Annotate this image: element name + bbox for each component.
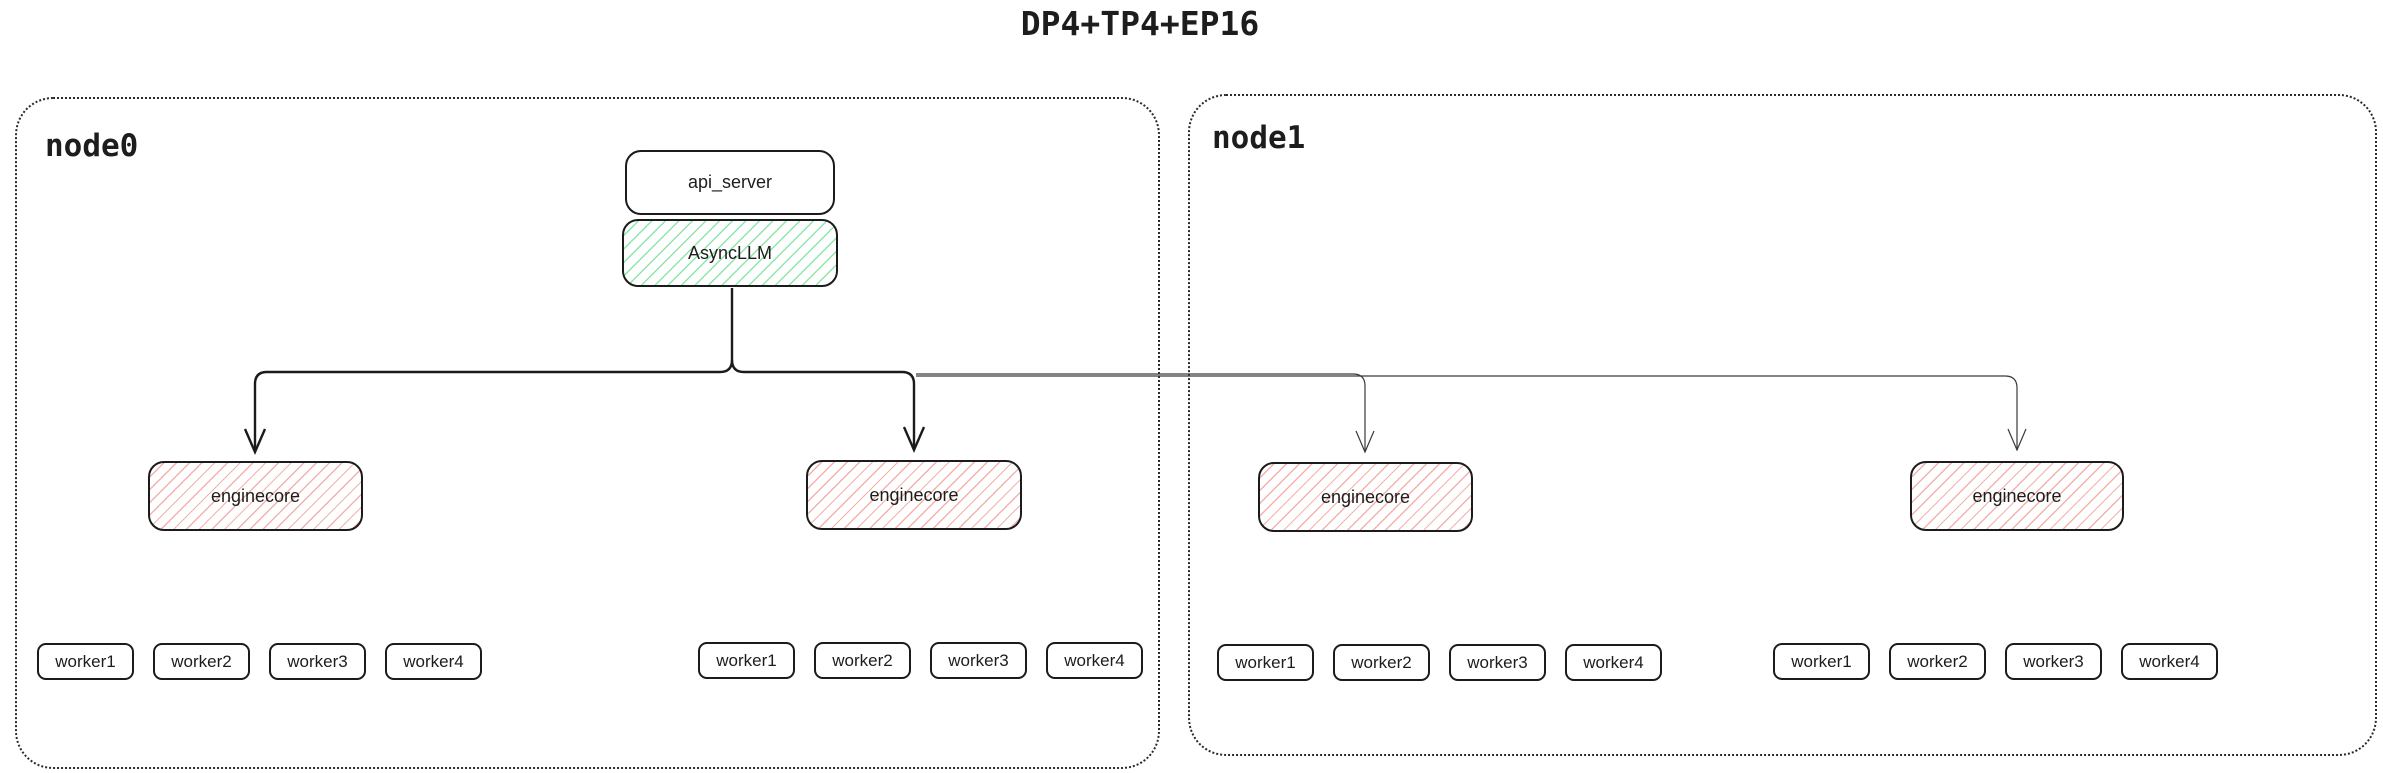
worker-group-node0-2: worker1 worker2 worker3 worker4 [698,642,1143,679]
diagram-title: DP4+TP4+EP16 [1020,4,1260,43]
worker-box: worker3 [269,643,366,680]
worker-box: worker4 [385,643,482,680]
node1-label: node1 [1212,120,1306,156]
worker-box: worker1 [37,643,134,680]
enginecore-box-node0-2: enginecore [806,460,1022,530]
worker-box: worker3 [2005,643,2102,680]
enginecore-box-node1-1: enginecore [1258,462,1473,532]
worker-box: worker3 [1449,644,1546,681]
enginecore-box-node1-2: enginecore [1910,461,2124,531]
worker-box: worker1 [698,642,795,679]
worker-group-node0-1: worker1 worker2 worker3 worker4 [37,643,482,680]
enginecore-box-node0-1: enginecore [148,461,363,531]
worker-box: worker2 [1889,643,1986,680]
worker-box: worker4 [2121,643,2218,680]
worker-box: worker4 [1565,644,1662,681]
worker-box: worker2 [814,642,911,679]
node0-label: node0 [45,128,139,164]
worker-group-node1-2: worker1 worker2 worker3 worker4 [1773,643,2218,680]
worker-box: worker1 [1773,643,1870,680]
worker-box: worker3 [930,642,1027,679]
worker-group-node1-1: worker1 worker2 worker3 worker4 [1217,644,1662,681]
api-server-box: api_server [625,150,835,215]
asyncllm-box: AsyncLLM [622,219,838,287]
worker-box: worker2 [1333,644,1430,681]
worker-box: worker4 [1046,642,1143,679]
worker-box: worker2 [153,643,250,680]
worker-box: worker1 [1217,644,1314,681]
